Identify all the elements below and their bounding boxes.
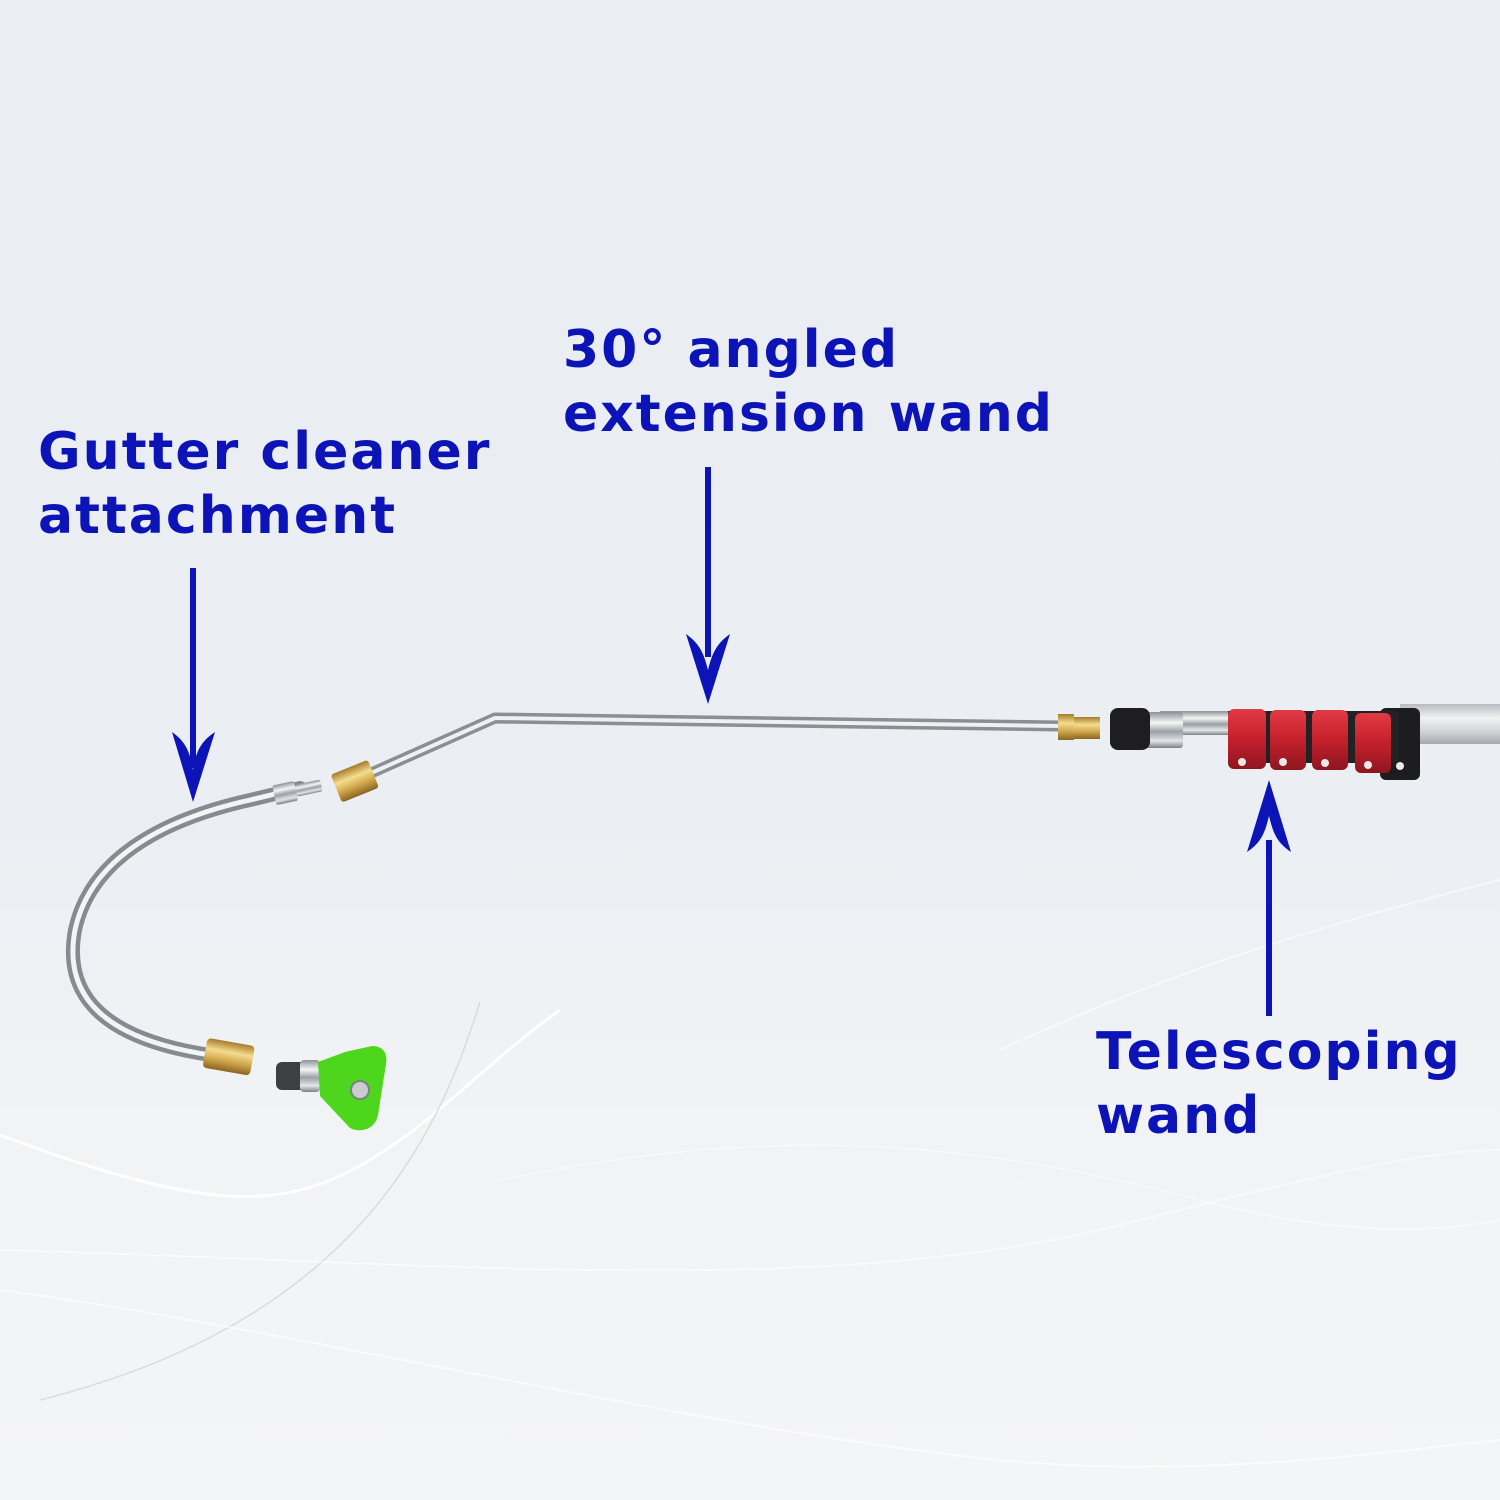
label-telescoping-wand: Telescoping wand <box>1096 1020 1462 1148</box>
clamp-levers <box>1228 709 1404 773</box>
label-angled-line1: 30° angled <box>563 320 900 380</box>
telescoping-wand <box>1110 704 1500 780</box>
label-gutter-line2: attachment <box>38 486 398 546</box>
label-angled-line2: extension wand <box>563 384 1054 444</box>
arrow-telescoping-wand <box>1247 780 1291 1016</box>
label-gutter-cleaner-attachment: Gutter cleaner attachment <box>38 420 491 548</box>
label-telescoping-line1: Telescoping <box>1096 1022 1462 1082</box>
label-telescoping-line2: wand <box>1096 1086 1262 1146</box>
green-nozzle-tip <box>276 1046 387 1131</box>
label-gutter-line1: Gutter cleaner <box>38 422 492 482</box>
label-angled-extension-wand: 30° angled extension wand <box>563 318 1054 446</box>
gutter-cleaner-attachment <box>65 779 323 1076</box>
arrow-gutter-cleaner <box>172 568 215 802</box>
angled-extension-wand <box>331 712 1100 802</box>
arrow-angled-wand <box>686 467 730 704</box>
background-waves <box>0 879 1500 1468</box>
